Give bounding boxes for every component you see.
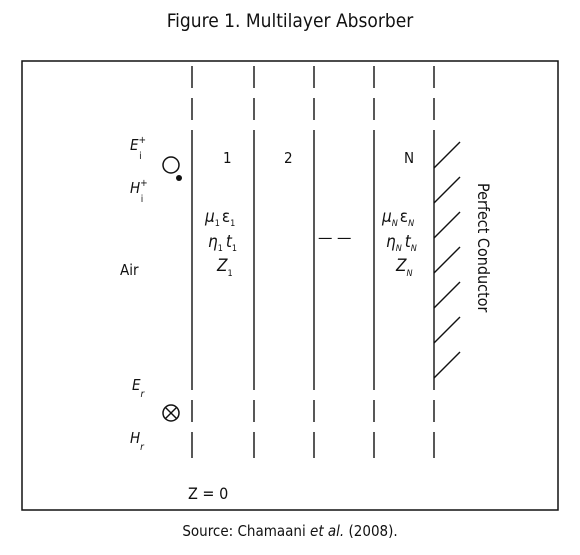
- z-origin-label: Z = 0: [188, 484, 228, 503]
- diagram-frame: [21, 60, 559, 511]
- hatch-1: [433, 141, 461, 169]
- field-dot-icon: [176, 175, 182, 181]
- layer-2-number: 2: [284, 149, 293, 167]
- label-e-reflected: Er: [132, 376, 146, 400]
- source-text: Source: Chamaani: [182, 522, 311, 540]
- source-et-al: et al.: [310, 522, 345, 540]
- label-e-incident: E+i: [130, 135, 146, 162]
- figure-title: Figure 1. Multilayer Absorber: [166, 10, 414, 32]
- hatch-7: [433, 351, 461, 379]
- field-out-of-page-icon: [162, 156, 180, 174]
- air-label: Air: [120, 261, 139, 279]
- layer-n-number: N: [404, 149, 414, 167]
- label-h-incident: H+i: [130, 178, 148, 205]
- hatch-2: [433, 176, 461, 204]
- hatch-5: [433, 281, 461, 309]
- hatch-6: [433, 316, 461, 344]
- hatch-3: [433, 211, 461, 239]
- field-into-page-icon: [162, 404, 180, 422]
- layer-1-z: Z1: [216, 256, 233, 279]
- hatch-4: [433, 246, 461, 274]
- layer-1-number: 1: [223, 149, 232, 167]
- source-year: (2008).: [344, 522, 398, 540]
- figure-source: Source: Chamaani et al. (2008).: [0, 522, 580, 540]
- label-h-reflected: Hr: [130, 429, 145, 453]
- cross-stroke-2: [165, 407, 177, 419]
- layer-n-z: ZN: [395, 256, 413, 279]
- layers-ellipsis: — —: [318, 228, 351, 247]
- conductor-hatching: [433, 141, 461, 379]
- perfect-conductor-label: Perfect Conductor: [474, 183, 493, 313]
- layer-boundaries: [191, 66, 435, 458]
